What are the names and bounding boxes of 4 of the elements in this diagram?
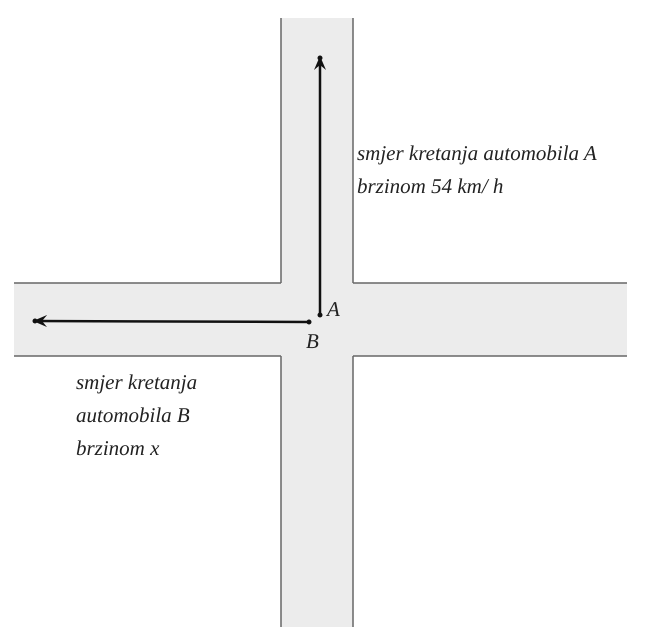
direction-label: smjer kretanja automobila A brzinom 54 km/ h	[357, 140, 598, 200]
point-label: A	[327, 298, 340, 320]
direction-label: smjer kretanja automobila B brzinom x	[76, 369, 198, 462]
point-label: B	[306, 330, 319, 352]
